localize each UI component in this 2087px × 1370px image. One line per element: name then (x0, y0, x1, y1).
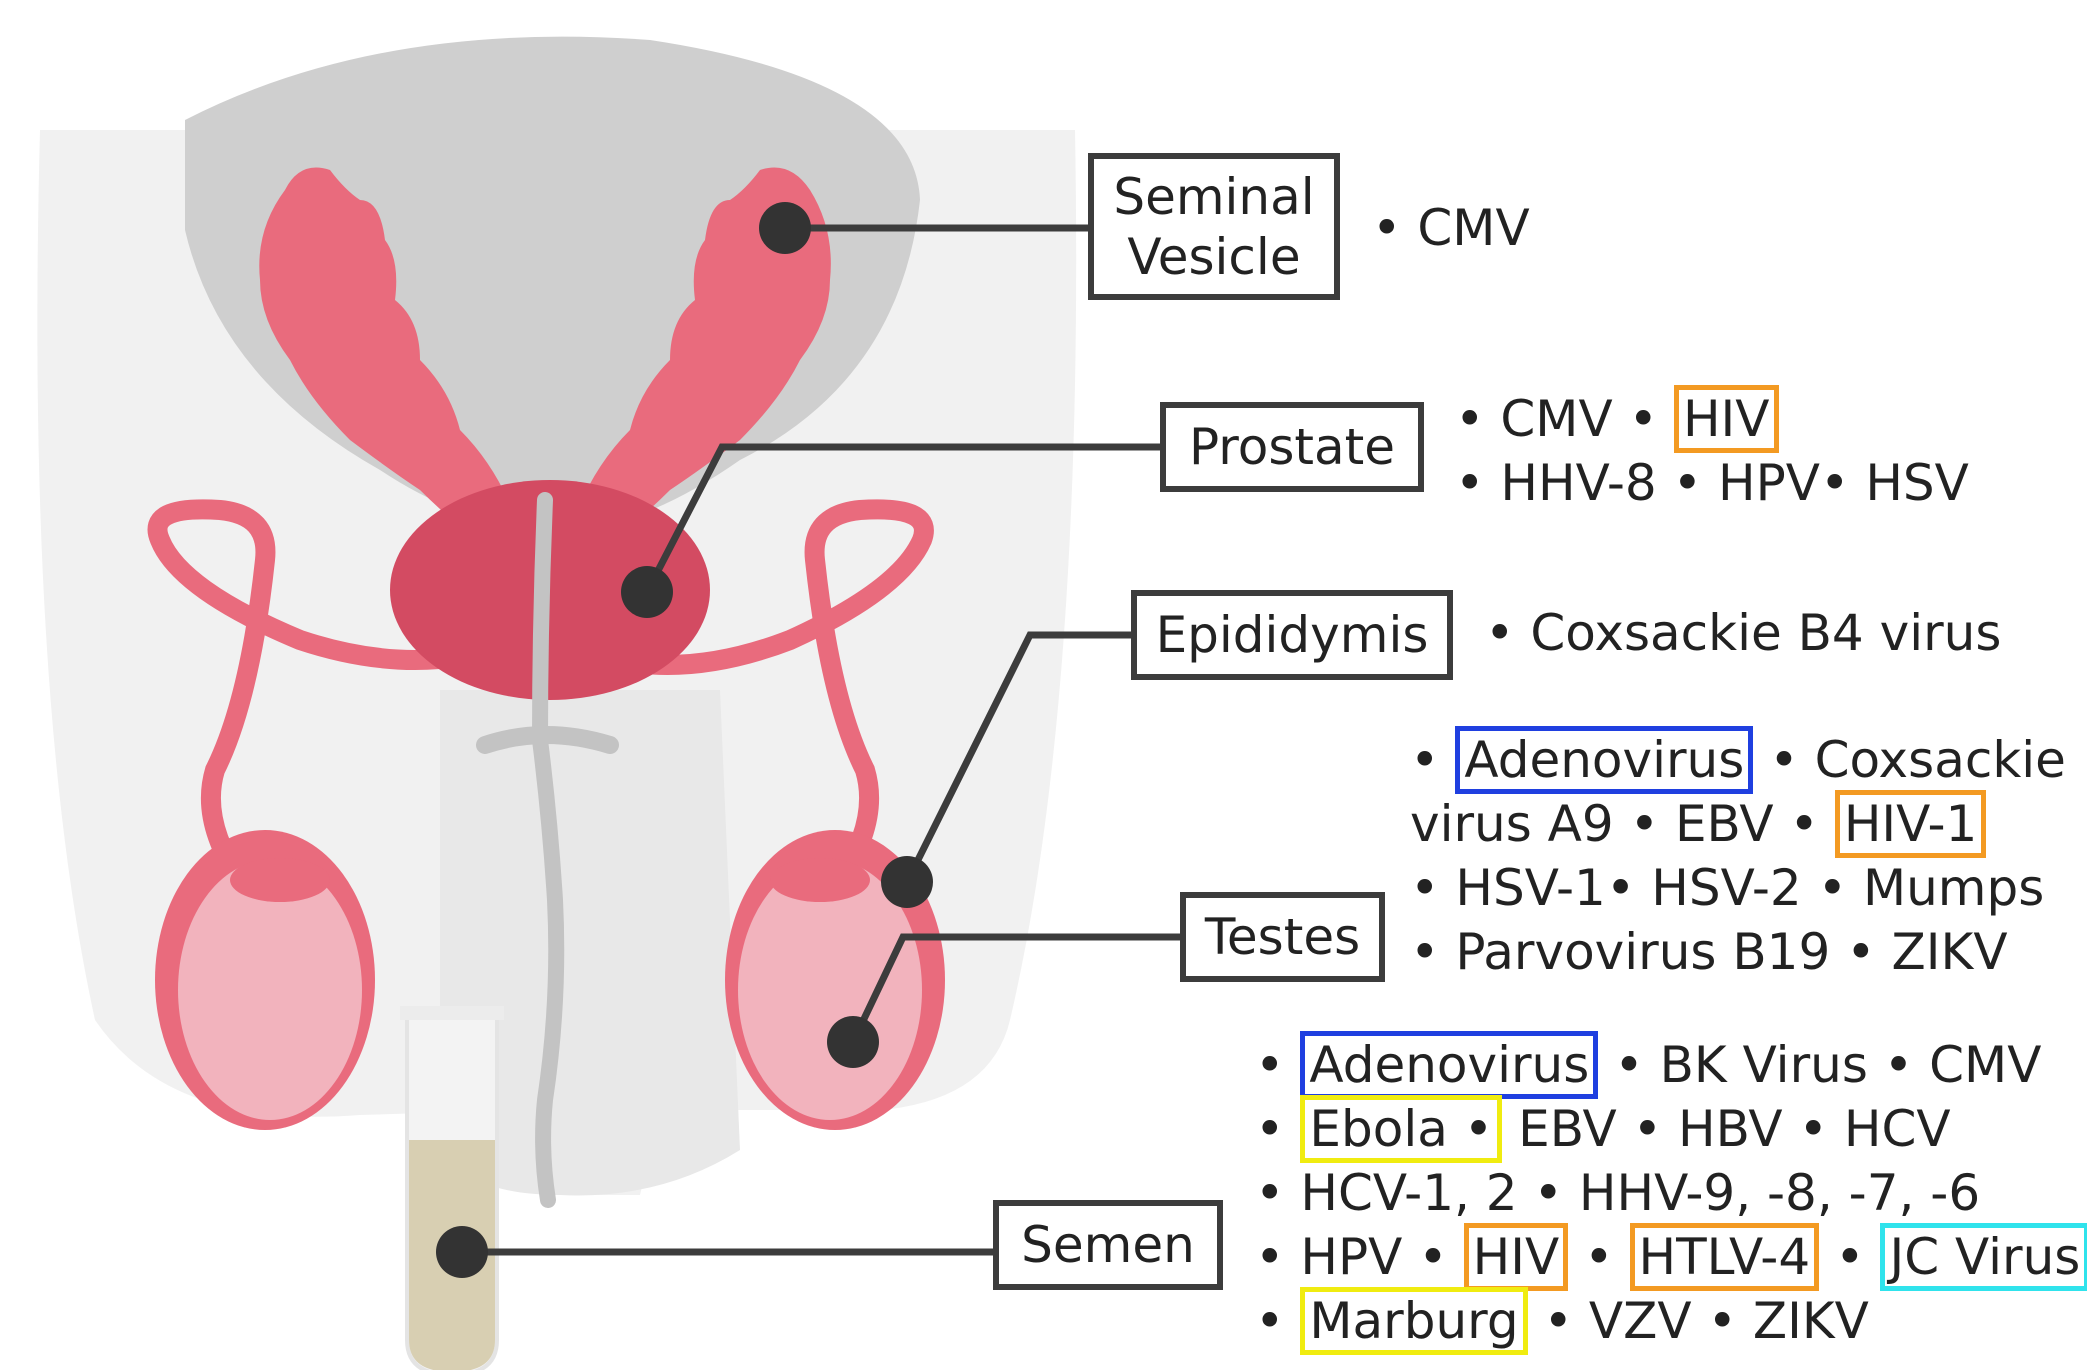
virus-text: • Coxsackie (1769, 731, 2066, 789)
virus-text: EBV • HBV • HCV (1518, 1100, 1950, 1158)
label-testes-text: Testes (1205, 907, 1360, 967)
dot-epididymis (881, 856, 933, 908)
virus-line: • Parvovirus B19 • ZIKV (1410, 920, 2008, 984)
dot-testes (827, 1016, 879, 1068)
virus-line: • CMV (1372, 196, 1530, 260)
virus-text: • (1255, 1036, 1285, 1094)
dot-semen (436, 1226, 488, 1278)
label-seminal-vesicle: Seminal Vesicle (1088, 153, 1340, 300)
highlighted-virus: Ebola • (1300, 1095, 1502, 1163)
virus-text: • HCV-1, 2 • HHV-9, -8, -7, -6 (1255, 1164, 1980, 1222)
label-epididymis: Epididymis (1131, 590, 1453, 680)
highlighted-virus: HIV (1464, 1223, 1569, 1291)
virus-line: • HSV-1• HSV-2 • Mumps (1410, 856, 2044, 920)
virus-text: • VZV • ZIKV (1544, 1292, 1869, 1350)
highlighted-virus: Marburg (1300, 1287, 1527, 1355)
virus-line: • Ebola • EBV • HBV • HCV (1255, 1097, 1951, 1161)
highlighted-virus: HTLV-4 (1630, 1223, 1820, 1291)
virus-text: • CMV • (1455, 390, 1658, 448)
urethral-sphincter (485, 735, 610, 745)
virus-text: • BK Virus • CMV (1614, 1036, 2041, 1094)
label-prostate: Prostate (1160, 402, 1424, 492)
virus-text: • HSV-1• HSV-2 • Mumps (1410, 859, 2044, 917)
label-semen: Semen (993, 1200, 1223, 1290)
virus-text: • Coxsackie B4 virus (1485, 604, 2001, 662)
virus-text: • (1835, 1228, 1865, 1286)
highlighted-virus: Adenovirus (1300, 1031, 1598, 1099)
virus-text: • CMV (1372, 199, 1530, 257)
epididymis-left (230, 858, 330, 902)
virus-line: • HHV-8 • HPV• HSV (1455, 451, 1969, 515)
virus-line: • Adenovirus • Coxsackie (1410, 728, 2066, 792)
virus-text: • (1255, 1100, 1285, 1158)
virus-line: • CMV • HIV (1455, 387, 1779, 451)
virus-line: • HCV-1, 2 • HHV-9, -8, -7, -6 (1255, 1161, 1980, 1225)
virus-text: • HHV-8 • HPV• HSV (1455, 454, 1969, 512)
highlighted-virus: HIV-1 (1835, 790, 1986, 858)
label-seminal-vesicle-line1: Seminal (1113, 167, 1314, 227)
virus-line: • Adenovirus • BK Virus • CMV (1255, 1033, 2041, 1097)
label-epididymis-text: Epididymis (1156, 605, 1429, 665)
dot-prostate (621, 566, 673, 618)
label-seminal-vesicle-line2: Vesicle (1127, 227, 1300, 287)
virus-text: • HPV • (1255, 1228, 1448, 1286)
highlighted-virus: Adenovirus (1455, 726, 1753, 794)
virus-line: virus A9 • EBV • HIV-1 (1410, 792, 1986, 856)
virus-text: • Parvovirus B19 • ZIKV (1410, 923, 2008, 981)
virus-line: • HPV • HIV • HTLV-4 • JC Virus (1255, 1225, 2087, 1289)
test-tube-rim (400, 1006, 504, 1020)
virus-text: virus A9 • EBV • (1410, 795, 1819, 853)
virus-text: • (1255, 1292, 1285, 1350)
epididymis-right (770, 858, 870, 902)
virus-line: • Marburg • VZV • ZIKV (1255, 1289, 1869, 1353)
label-semen-text: Semen (1021, 1215, 1195, 1275)
dot-seminal-vesicle (759, 202, 811, 254)
virus-text: • (1584, 1228, 1614, 1286)
highlighted-virus: HIV (1674, 385, 1779, 453)
label-testes: Testes (1180, 892, 1385, 982)
virus-text: • (1410, 731, 1440, 789)
virus-line: • Coxsackie B4 virus (1485, 601, 2001, 665)
highlighted-virus: JC Virus (1880, 1223, 2087, 1291)
label-prostate-text: Prostate (1189, 417, 1395, 477)
